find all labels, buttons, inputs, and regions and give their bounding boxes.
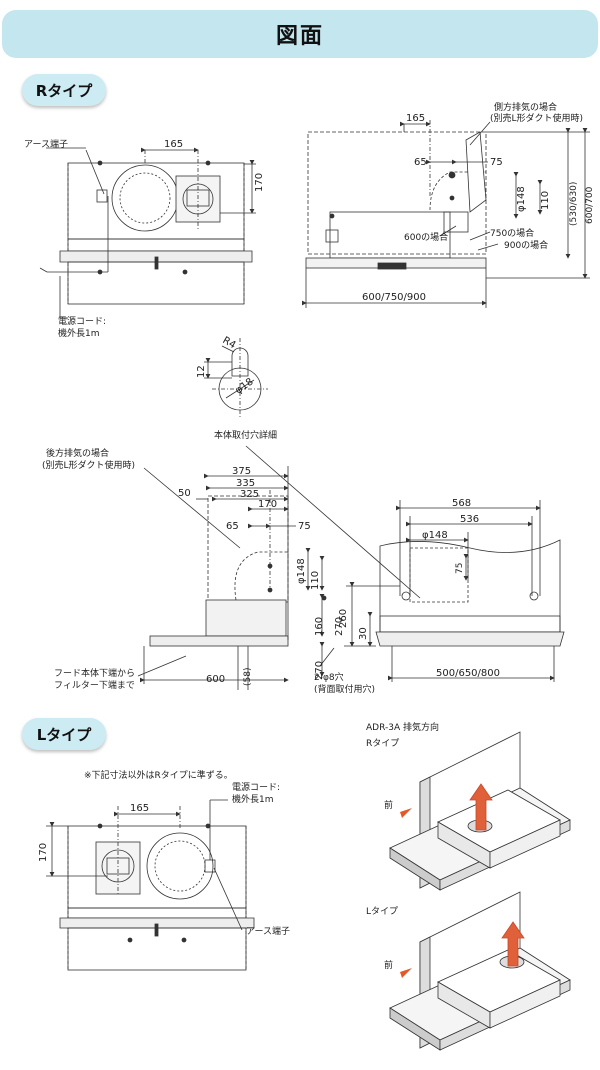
- rear-dim-110: 110: [310, 571, 321, 590]
- l-note: ※下記寸法以外はRタイプに準ずる。: [84, 769, 233, 781]
- rear-dim-phi148: φ148: [296, 558, 307, 584]
- r-side-dim-165: 165: [406, 113, 425, 124]
- exhaust-front-2: 前: [384, 959, 393, 971]
- r-type-tab-label: Rタイプ: [35, 81, 93, 100]
- r-side-case-600: 600の場合: [404, 231, 448, 243]
- r-side-dim-65: 65: [414, 157, 427, 168]
- rear-dim-325: 325: [240, 489, 259, 500]
- rear-dim-270: 270: [334, 617, 345, 636]
- rear-hood-bottom-2: フィルター下端まで: [54, 679, 135, 691]
- page-title-banner: 図面: [2, 10, 598, 58]
- rear-dim-65: 65: [226, 521, 239, 532]
- hole-dim-12: 12: [196, 365, 207, 378]
- front-lower-dim-30: 30: [358, 627, 369, 640]
- r-side-height-1: (530/630): [569, 182, 579, 226]
- exhaust-r-type: Rタイプ: [366, 738, 399, 749]
- r-front-dim-165: 165: [164, 139, 183, 150]
- rear-dim-375: 375: [232, 466, 251, 477]
- r-side-height-2: 600/700: [585, 186, 595, 224]
- l-type-tab-label: Lタイプ: [36, 725, 92, 744]
- l-power-cord-2: 機外長1m: [232, 793, 274, 805]
- r-front-lower-view: [344, 500, 565, 682]
- r-front-dim-170: 170: [254, 173, 265, 192]
- exhaust-l-sketch: [389, 891, 571, 1051]
- rear-exhaust-title: 後方排気の場合: [46, 447, 109, 459]
- r-side-view: [302, 120, 590, 308]
- hole-r4: R4: [221, 335, 238, 351]
- r-rear-view: [137, 445, 421, 690]
- l-front-view: [46, 799, 255, 971]
- exhaust-r-sketch: [389, 731, 571, 891]
- rear-holes-1: 2-φ8穴: [314, 671, 344, 683]
- l-dim-170: 170: [38, 843, 49, 862]
- rear-dim-58: (58): [243, 668, 253, 686]
- rear-dim-75: 75: [298, 521, 311, 532]
- r-side-dim-phi148: φ148: [516, 186, 527, 212]
- l-dim-165: 165: [130, 803, 149, 814]
- l-type-tab: Lタイプ: [22, 718, 106, 750]
- r-side-dim-75: 75: [490, 157, 503, 168]
- r-side-width: 600/750/900: [362, 292, 426, 303]
- r-side-exhaust-title: 側方排気の場合: [494, 101, 557, 113]
- hole-detail: [204, 338, 268, 418]
- front-lower-dim-phi148: φ148: [422, 530, 448, 541]
- r-type-tab: Rタイプ: [22, 74, 106, 106]
- r-side-dim-110: 110: [540, 191, 551, 210]
- rear-hood-bottom-1: フード本体下端から: [54, 667, 135, 679]
- r-front-power-cord-2: 機外長1m: [58, 327, 100, 339]
- r-front-ground-terminal: アース端子: [24, 138, 68, 150]
- r-side-case-900: 900の場合: [504, 239, 548, 251]
- front-lower-dim-260: 260: [338, 609, 349, 628]
- rear-dim-270b: 270: [314, 661, 325, 680]
- rear-holes-2: (背面取付用穴): [314, 683, 375, 695]
- l-ground-terminal: アース端子: [246, 925, 290, 937]
- rear-dim-600: 600: [206, 674, 225, 685]
- front-lower-dim-536: 536: [460, 514, 479, 525]
- r-front-power-cord-1: 電源コード:: [58, 316, 106, 327]
- page-title: 図面: [275, 24, 324, 49]
- exhaust-title: ADR-3A 排気方向: [366, 721, 439, 733]
- rear-dim-335: 335: [236, 478, 255, 489]
- front-lower-dim-75: 75: [455, 563, 465, 574]
- rear-exhaust-sub: (別売L形ダクト使用時): [42, 459, 135, 471]
- exhaust-front-1: 前: [384, 799, 393, 811]
- r-side-exhaust-sub: (別売L形ダクト使用時): [490, 112, 583, 124]
- hole-phi18: φ18: [233, 376, 255, 396]
- r-front-view: [39, 147, 256, 319]
- rear-dim-50: 50: [178, 488, 191, 499]
- front-lower-dim-568: 568: [452, 498, 471, 509]
- l-power-cord-1: 電源コード:: [232, 782, 280, 793]
- front-lower-width: 500/650/800: [436, 668, 500, 679]
- r-side-case-750: 750の場合: [490, 227, 534, 239]
- exhaust-l-type: Lタイプ: [366, 906, 398, 917]
- rear-dim-170: 170: [258, 499, 277, 510]
- hole-detail-label: 本体取付穴詳細: [214, 429, 277, 441]
- rear-dim-160: 160: [314, 617, 325, 636]
